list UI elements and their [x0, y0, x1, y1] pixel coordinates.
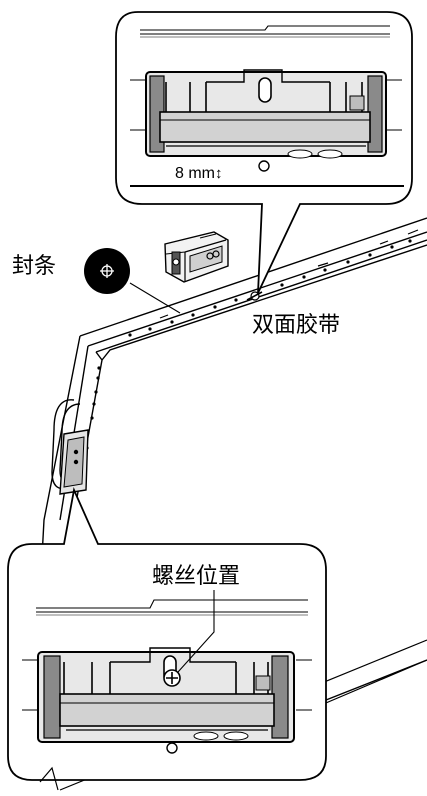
top-rail-slots	[159, 229, 419, 319]
dimension-arrow-icon: ↕	[215, 165, 223, 182]
double-sided-tape-label: 双面胶带	[252, 313, 341, 338]
dimension-value: 8 mm	[175, 165, 215, 182]
tape-marker	[246, 291, 263, 301]
top-callout-bracket	[145, 69, 387, 172]
screw-pointer-line	[177, 590, 215, 673]
screw-head-icon	[163, 669, 181, 687]
seal-sticker-icon	[84, 248, 130, 294]
top-callout	[115, 11, 413, 294]
bottom-callout-bracket	[37, 647, 295, 754]
frame-top-edge	[79, 217, 427, 337]
bottom-callout	[7, 486, 327, 781]
dimension-label: 8 mm↕	[175, 166, 223, 182]
top-rail-holes	[128, 239, 412, 337]
seal-pointer-line	[129, 282, 181, 314]
seal-strip-label: 封条	[12, 254, 57, 279]
left-rail-bracket	[59, 429, 89, 495]
mounting-bracket-icon	[164, 231, 229, 283]
screw-position-label: 螺丝位置	[152, 564, 241, 589]
